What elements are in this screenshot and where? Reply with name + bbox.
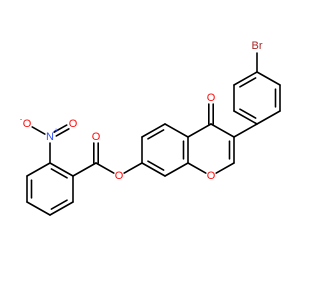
bond (210, 123, 235, 138)
bond (233, 110, 258, 125)
bond (26, 162, 51, 177)
double-bond-inner (147, 129, 165, 140)
bond (31, 126, 46, 135)
bond (49, 162, 74, 177)
bond (256, 110, 281, 125)
bond (215, 162, 235, 174)
carbonyl-oxygen-label: O (207, 92, 216, 104)
bond (187, 123, 212, 138)
nitro-double-bond (55, 128, 70, 137)
bond (49, 201, 74, 216)
ring-oxygen-label: O (207, 170, 216, 182)
bond (164, 162, 189, 177)
bond (141, 123, 166, 138)
bond (233, 71, 258, 86)
bond (26, 201, 51, 216)
bond (123, 162, 143, 174)
bond (164, 123, 189, 138)
bond (233, 123, 258, 138)
double-bond-inner (50, 199, 68, 210)
bond (256, 71, 281, 86)
bond (187, 162, 207, 174)
double-bond-inner (239, 77, 257, 88)
nitro-double-bond (53, 124, 68, 133)
double-bond-inner (50, 168, 68, 179)
bond (72, 162, 97, 177)
ester-oxygen-label: O (115, 170, 124, 182)
nitro-nitrogen-label: N (46, 131, 54, 143)
ester-carbonyl-oxygen-label: O (92, 131, 101, 143)
bond (95, 162, 115, 174)
double-bond-inner (147, 160, 165, 171)
nitro-nitrogen-charge: + (54, 128, 58, 135)
double-bond-inner (239, 108, 257, 119)
bromine-label: Br (252, 40, 263, 52)
nitro-oxygen-anion-label: O (23, 118, 32, 130)
bond (141, 162, 166, 177)
nitro-oxygen-label: O (69, 118, 78, 130)
nitro-oxygen-anion-charge: - (20, 117, 23, 124)
